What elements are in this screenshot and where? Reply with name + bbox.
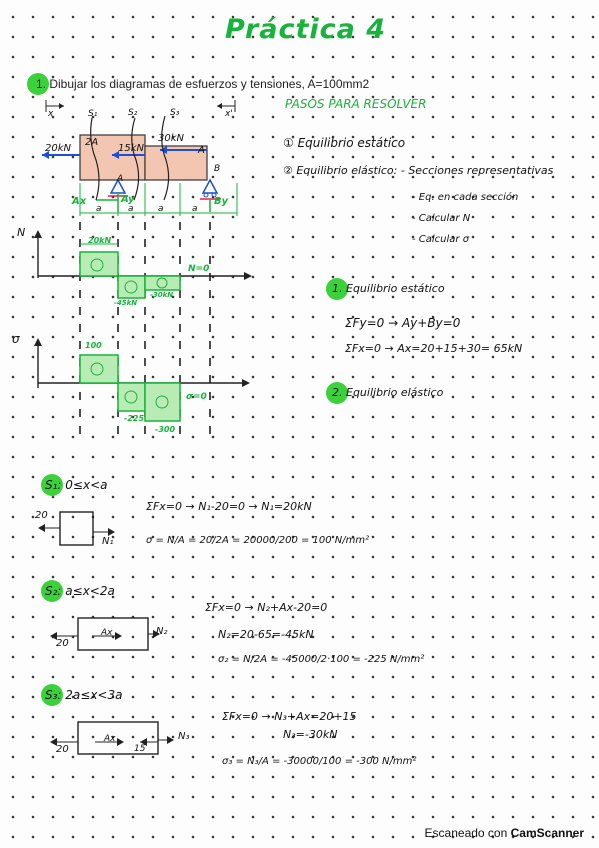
section-label-s3: S₃ <box>170 108 180 118</box>
watermark-brand: CamScanner <box>510 826 584 840</box>
s1-range: S₁: 0≤x<a <box>45 478 108 492</box>
step-1: ① Equilibrio estático <box>283 136 406 150</box>
s3-load: 20 <box>56 744 69 755</box>
n-value-3: -30kN <box>150 291 174 299</box>
step-2b: - Calcular N <box>412 213 471 224</box>
s3-eq-1: ΣFx=0 → N₃+Ax=20+15 <box>222 710 357 723</box>
s2-eq-1: ΣFx=0 → N₂+Ax-20=0 <box>205 601 328 614</box>
n-negative-block-2 <box>144 275 181 291</box>
s2-load: 20 <box>56 638 69 649</box>
sigma-value-3: -300 <box>155 425 176 434</box>
x-axis-right-label: x' <box>225 109 233 119</box>
sigma-value-4: σ=0 <box>186 392 207 402</box>
sigma-axis-label: σ <box>12 332 20 346</box>
scanner-watermark: Escaneado con CamScanner <box>425 826 584 840</box>
span-3-label: a <box>158 204 164 214</box>
n-positive-block <box>79 251 119 277</box>
s3-n-label: N₃ <box>178 731 190 742</box>
area-right-label: A <box>198 145 205 156</box>
elastic-eq-badge <box>326 382 348 404</box>
section-s3-sketch <box>50 721 174 755</box>
watermark-prefix: Escaneado con <box>424 826 508 840</box>
sigma-negative-block-1 <box>117 382 146 412</box>
s3-ax: Ax <box>104 734 116 744</box>
s2-ax: Ax <box>101 628 113 638</box>
section-label-s1: S₁ <box>88 109 98 119</box>
n-axis-label: N <box>17 226 26 239</box>
support-a-label: A <box>117 174 124 184</box>
s3-badge <box>41 684 63 706</box>
step-2a: - Eq. en cada sección <box>412 192 519 203</box>
sigma-negative-block-2 <box>144 382 181 422</box>
static-eq-badge <box>326 278 348 300</box>
static-eq-title: 1. Equilibrio estático <box>332 282 445 295</box>
support-b <box>201 178 219 194</box>
s1-badge <box>41 474 63 496</box>
n-value-4: N=0 <box>188 264 210 274</box>
s3-range: S₃: 2a≤x<3a <box>45 688 123 702</box>
step-2: ② Equilibrio elástico: - Secciones repre… <box>283 164 554 177</box>
stress-diagram <box>34 338 250 422</box>
s3-mid-load: 15 <box>134 744 146 754</box>
s2-badge <box>41 580 63 602</box>
span-4-label: a <box>192 204 198 214</box>
heading-badge <box>27 73 49 95</box>
area-left-label: 2A <box>85 137 99 148</box>
sigma-value-1: 100 <box>85 341 102 350</box>
beam-narrow-section <box>144 145 208 181</box>
sigma-value-2: -225 <box>124 414 145 423</box>
s2-range: S₂: a≤x<2a <box>45 584 115 598</box>
right-load-label: 30kN <box>158 133 184 144</box>
section-label-s2: S₂ <box>128 108 138 118</box>
x-axis-left-label: x <box>48 109 54 119</box>
beam-diagram <box>42 100 238 216</box>
span-2-label: a <box>128 204 134 214</box>
span-1-label: a <box>96 204 102 214</box>
reaction-ax-label: Ax <box>72 196 87 207</box>
n-value-2: -45kN <box>114 299 138 307</box>
n-negative-block-1 <box>117 275 146 299</box>
mid-load-label: 15kN <box>118 143 144 154</box>
elastic-eq-title: 2. Equilibrio elástico <box>332 386 444 399</box>
s3-eq-2: N₃=-30kN <box>283 728 338 741</box>
reaction-by-label: By <box>214 196 229 207</box>
n-value-1: 20kN <box>88 236 112 245</box>
left-load-label: 20kN <box>45 143 71 154</box>
s3-eq-3: σ₃ = N₃/A = -30000/100 = -300 N/mm² <box>222 756 417 767</box>
step-2c: - Calcular σ <box>412 234 470 245</box>
s2-eq-2: N₂=20-65=-45kN <box>218 628 314 641</box>
sigma-positive-block <box>79 354 119 384</box>
s1-eq-1: ΣFx=0 → N₁-20=0 → N₁=20kN <box>146 500 312 513</box>
static-eq-2: ΣFx=0 → Ax=20+15+30= 65kN <box>345 342 523 355</box>
section-s2-sketch <box>50 617 160 651</box>
s2-n-label: N₂ <box>156 626 168 637</box>
s1-load: 20 <box>35 510 48 521</box>
axial-force-diagram <box>34 230 252 299</box>
s2-eq-3: σ₂ = N/2A = -45000/2·100 = -225 N/mm² <box>218 654 425 665</box>
static-eq-1: ΣFy=0 → Ay+By=0 <box>345 316 461 330</box>
exercise-heading: 1. Dibujar los diagramas de esfuerzos y … <box>36 77 370 91</box>
s1-eq-2: σ = N/A = 20/2A = 20000/200 = 100 N/mm² <box>146 535 370 546</box>
section-s1-sketch <box>38 511 115 546</box>
steps-title: PASOS PARA RESOLVER <box>285 97 427 111</box>
reaction-ay-label: Ay <box>121 194 135 205</box>
page-title: Práctica 4 <box>225 14 387 45</box>
s1-n-label: N₁ <box>102 536 114 547</box>
support-b-label: B <box>214 164 221 174</box>
